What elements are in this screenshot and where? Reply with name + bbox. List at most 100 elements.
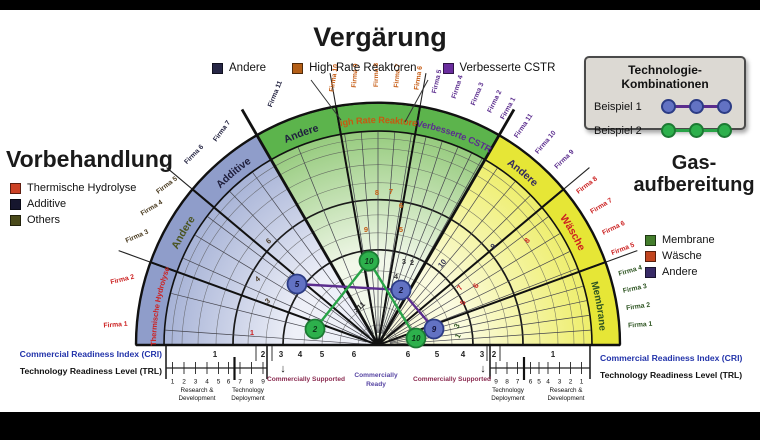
main-boundary xyxy=(376,108,516,346)
cri-number: 6 xyxy=(352,350,357,359)
firma-label: Firma 7 xyxy=(589,197,613,216)
firma-label: Firma 4 xyxy=(451,74,465,99)
combo-row-label: Beispiel 1 xyxy=(594,100,642,113)
down-arrow-icon: ↓ xyxy=(480,363,486,375)
firm-spoke xyxy=(195,234,368,340)
top-legend-item: High Rate Reaktoren xyxy=(292,62,417,74)
combo-box-title: Technologie-Kombinationen xyxy=(621,63,709,91)
cri-number: 3 xyxy=(279,350,284,359)
cri-number: 3 xyxy=(480,350,485,359)
legend-swatch-icon xyxy=(212,62,223,74)
firma-label: Firma 7 xyxy=(393,63,402,88)
legend-swatch-icon xyxy=(10,214,21,226)
trl-tick-number: 4 xyxy=(546,379,550,386)
subsector-boundary xyxy=(334,106,379,346)
chain-dot-icon xyxy=(661,99,677,114)
trl-tick-number: 1 xyxy=(171,379,175,386)
right-legend-item: Membrane xyxy=(645,234,715,246)
scatter-number: 2 xyxy=(410,258,414,267)
scatter-number: 5 xyxy=(458,299,468,307)
legend-label: Membrane xyxy=(662,234,715,246)
boundary-extension xyxy=(329,73,337,107)
scatter-number: 6 xyxy=(264,236,273,246)
firma-label: Firma 6 xyxy=(413,65,424,90)
firma-label: Firma 2 xyxy=(626,302,651,312)
firm-spoke xyxy=(207,216,369,339)
trl-tick-number: 1 xyxy=(580,379,584,386)
firm-spoke xyxy=(380,137,427,334)
sector-fill xyxy=(164,159,378,345)
firma-label: Firma 8 xyxy=(575,175,599,195)
firma-label: Firma 2 xyxy=(487,89,504,114)
subsector-boundary xyxy=(377,188,565,346)
firm-spoke xyxy=(229,191,370,337)
firm-spoke xyxy=(360,132,378,334)
trl-tick-number: 9 xyxy=(494,379,498,386)
trl-tick-number: 2 xyxy=(569,379,573,386)
trl-group-label: Research & xyxy=(550,387,584,394)
firma-label: Firma 11 xyxy=(513,113,534,140)
cri-number: 5 xyxy=(435,350,440,359)
combination-marker xyxy=(358,250,380,272)
scatter-number: 1 xyxy=(250,328,254,337)
firma-label: Firma 4 xyxy=(618,264,643,277)
legend-swatch-icon xyxy=(645,234,656,246)
scatter-number: 9 xyxy=(488,242,497,251)
cri-axis-title: Commercial Readiness Index (CRI) xyxy=(20,349,162,359)
legend-label: Verbesserte CSTR xyxy=(459,62,556,74)
title-gas-line1: Gas- xyxy=(671,152,717,174)
legend-swatch-icon xyxy=(292,62,304,74)
readiness-zone-label: Commercially Supported xyxy=(413,376,491,383)
legend-swatch-icon xyxy=(645,266,656,278)
trl-group-label: Technology xyxy=(232,387,265,394)
trl-tick-number: 8 xyxy=(250,379,254,386)
firma-label: Firma 10 xyxy=(534,129,557,155)
firma-label: Firma 9 xyxy=(553,148,575,170)
trl-tick-number: 6 xyxy=(227,379,231,386)
firma-label: Firma 9 xyxy=(351,63,360,88)
firm-spoke xyxy=(378,132,396,334)
marker-label: 10 xyxy=(365,257,374,266)
trl-group-label: Development xyxy=(547,395,584,402)
trl-tick-number: 7 xyxy=(238,379,242,386)
legend-label: Wäsche xyxy=(662,250,702,262)
chain-dot-icon xyxy=(717,99,733,114)
trl-tick-number: 9 xyxy=(261,379,265,386)
main-boundary xyxy=(240,108,380,346)
scatter-number: 3 xyxy=(452,322,462,330)
scatter-number: 4 xyxy=(253,274,262,284)
combo-chain-icon xyxy=(661,98,736,115)
left-legend-item: Others xyxy=(10,214,136,226)
page-title-vergaerung: Vergärung xyxy=(313,22,447,52)
firm-spoke xyxy=(165,329,367,345)
firm-spoke xyxy=(252,172,372,336)
scatter-number: 9 xyxy=(364,225,368,234)
legend-connector xyxy=(310,79,342,121)
right-legend-item: Wäsche xyxy=(645,250,715,262)
scatter-number: 3 xyxy=(263,296,272,306)
legend-swatch-icon xyxy=(442,62,454,74)
cri-number: 6 xyxy=(406,350,411,359)
trl-tick-number: 4 xyxy=(205,379,209,386)
scatter-number: 4 xyxy=(394,272,399,281)
firma-label: Firma 10 xyxy=(329,64,340,93)
chain-dot-icon xyxy=(661,123,677,138)
cri-number: 1 xyxy=(551,350,556,359)
firm-spoke xyxy=(382,153,472,335)
readiness-zone-label: Ready xyxy=(366,381,386,388)
combo-chain-icon xyxy=(661,122,736,139)
cri-number: 1 xyxy=(213,350,218,359)
firma-label: Firma 3 xyxy=(622,283,647,295)
scatter-number: 3 xyxy=(402,257,406,266)
trl-group-label: Deployment xyxy=(491,395,525,402)
cri-axis-title: Commercial Readiness Index (CRI) xyxy=(600,353,742,363)
marker-label: 2 xyxy=(398,286,404,295)
cri-number: 5 xyxy=(320,350,325,359)
legend-swatch-icon xyxy=(10,182,21,194)
